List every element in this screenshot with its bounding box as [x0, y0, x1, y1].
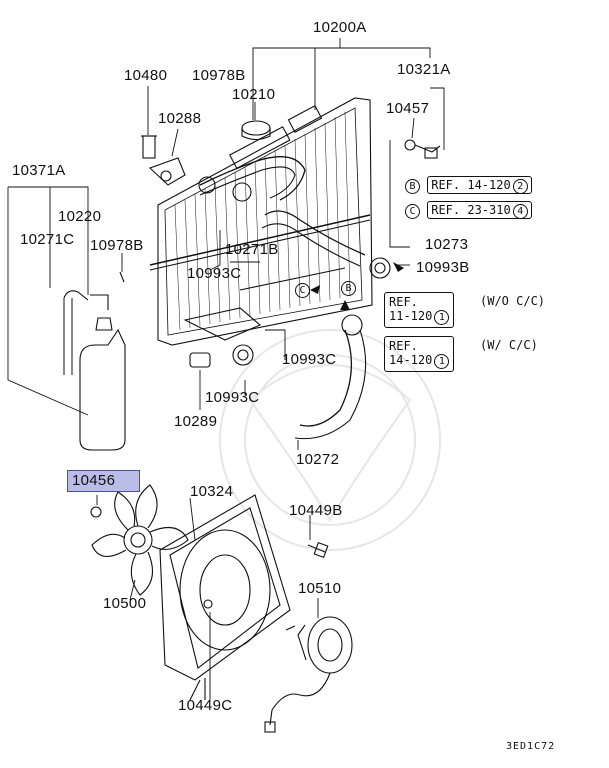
label-10271b[interactable]: 10271B — [225, 241, 279, 258]
ref-box1-note: (W/O C/C) — [480, 294, 546, 308]
ref-box2-line1: REF. — [389, 339, 418, 353]
upper-hose — [198, 156, 306, 202]
radiator — [149, 97, 373, 346]
label-10273[interactable]: 10273 — [425, 236, 469, 253]
bracket-10288 — [148, 157, 186, 186]
label-10289[interactable]: 10289 — [174, 413, 218, 430]
watermark-emblem — [219, 329, 441, 551]
ref-b-num: 2 — [512, 179, 528, 194]
drain-cock — [404, 139, 441, 159]
label-10324[interactable]: 10324 — [190, 483, 234, 500]
label-10993b[interactable]: 10993B — [416, 259, 470, 276]
label-10271c[interactable]: 10271C — [20, 231, 75, 248]
bolt-10449b — [307, 541, 329, 559]
label-10321a[interactable]: 10321A — [397, 61, 451, 78]
ref-box1-line2: 11-120 — [389, 309, 433, 323]
ref-c-num: 4 — [512, 204, 528, 219]
label-10272[interactable]: 10272 — [296, 451, 340, 468]
arrows — [310, 262, 404, 310]
ref-b-text: REF. 14-120 — [431, 178, 511, 192]
label-10978b-left[interactable]: 10978B — [90, 237, 144, 254]
fan-motor — [264, 616, 353, 733]
diagram-code: 3ED1C72 — [506, 741, 556, 752]
label-10220[interactable]: 10220 — [58, 208, 102, 225]
label-10449b[interactable]: 10449B — [289, 502, 343, 519]
arrow-c-marker[interactable]: C — [293, 282, 310, 298]
lower-hose-10273 — [261, 210, 391, 279]
label-10993c-a[interactable]: 10993C — [187, 265, 242, 282]
label-10457[interactable]: 10457 — [386, 100, 430, 117]
drain-plug — [189, 352, 211, 368]
label-10371a[interactable]: 10371A — [12, 162, 66, 179]
ref-box1-num: 1 — [434, 310, 450, 325]
leader-lines — [7, 38, 445, 700]
ref-c-text: REF. 23-310 — [431, 203, 511, 217]
ref-box1-line1: REF. — [389, 295, 418, 309]
ref-box2-note: (W/ C/C) — [480, 338, 538, 352]
ref-b-letter: B — [405, 179, 420, 194]
fan-shroud — [159, 494, 291, 701]
ref-c-letter: C — [405, 204, 420, 219]
radiator-cap — [241, 120, 271, 141]
bolt-10480 — [141, 135, 157, 159]
label-10510[interactable]: 10510 — [298, 580, 342, 597]
label-10500[interactable]: 10500 — [103, 595, 147, 612]
label-10993c-c[interactable]: 10993C — [205, 389, 260, 406]
label-10978b-top[interactable]: 10978B — [192, 67, 246, 84]
label-10993c-b[interactable]: 10993C — [282, 351, 337, 368]
ref-box2-line2: 14-120 — [389, 353, 433, 367]
label-10480[interactable]: 10480 — [124, 67, 168, 84]
label-10449c[interactable]: 10449C — [178, 697, 233, 714]
label-10288[interactable]: 10288 — [158, 110, 202, 127]
lower-hose-10272 — [232, 314, 367, 440]
label-10200a[interactable]: 10200A — [313, 19, 367, 36]
label-10456-highlighted[interactable]: 10456 — [67, 470, 140, 492]
arrow-b-marker[interactable]: B — [339, 280, 356, 296]
fan-blade — [90, 484, 189, 596]
ref-box2-num: 1 — [434, 354, 450, 369]
label-10210[interactable]: 10210 — [232, 86, 276, 103]
reserve-tank — [63, 271, 126, 451]
